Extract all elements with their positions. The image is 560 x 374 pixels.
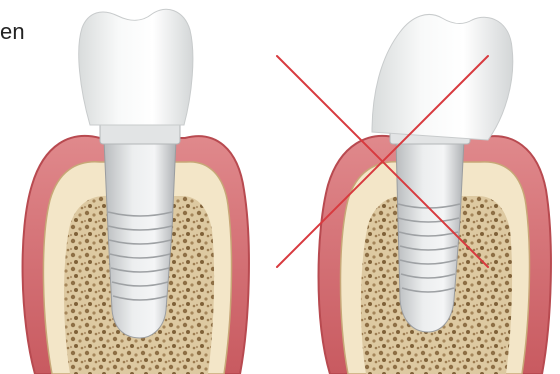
right-illustration bbox=[277, 14, 551, 374]
tooth-crown bbox=[79, 9, 193, 125]
tooth-crown bbox=[372, 14, 513, 140]
left-illustration bbox=[23, 9, 249, 374]
